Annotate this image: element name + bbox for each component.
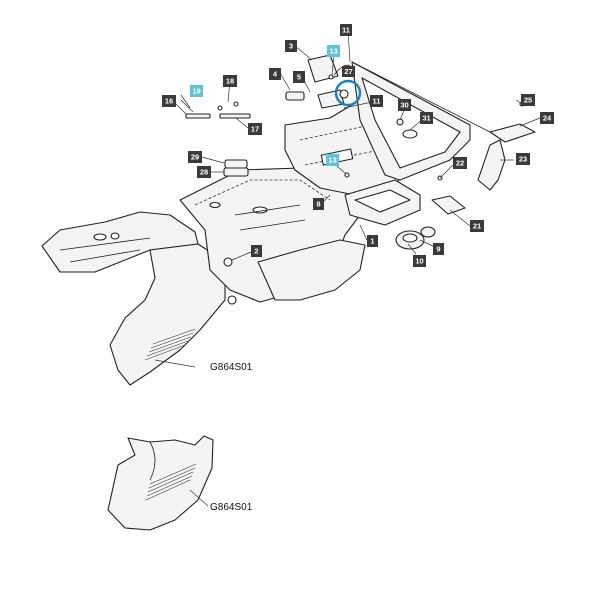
svg-text:29: 29 xyxy=(191,153,199,162)
svg-text:8: 8 xyxy=(316,200,320,209)
detail-inset-fender[interactable] xyxy=(107,435,214,531)
svg-text:16: 16 xyxy=(165,97,173,106)
callout-24[interactable]: 24 xyxy=(540,112,554,124)
callout-30[interactable]: 30 xyxy=(398,99,411,111)
callout-11-top[interactable]: 11 xyxy=(340,24,352,36)
svg-text:30: 30 xyxy=(400,101,408,110)
svg-text:27: 27 xyxy=(344,67,352,76)
svg-text:17: 17 xyxy=(251,125,259,134)
callout-29[interactable]: 29 xyxy=(188,151,202,163)
callout-28[interactable]: 28 xyxy=(197,166,211,178)
callout-19[interactable]: 19 xyxy=(190,85,203,97)
callout-22[interactable]: 22 xyxy=(453,157,467,169)
svg-text:4: 4 xyxy=(273,70,278,79)
svg-text:5: 5 xyxy=(297,73,301,82)
svg-text:3: 3 xyxy=(289,42,293,51)
vent-hatching-detail xyxy=(145,463,197,501)
svg-text:13: 13 xyxy=(329,47,337,56)
svg-text:2: 2 xyxy=(254,247,258,256)
callout-17[interactable]: 17 xyxy=(248,123,262,135)
callout-16[interactable]: 16 xyxy=(162,95,176,107)
callout-31[interactable]: 31 xyxy=(420,112,433,124)
callout-10[interactable]: 10 xyxy=(413,255,426,267)
svg-text:9: 9 xyxy=(436,245,440,254)
callout-11-mid[interactable]: 11 xyxy=(370,95,383,107)
svg-text:22: 22 xyxy=(456,159,464,168)
callout-27[interactable]: 27 xyxy=(342,66,355,77)
drawing-code-detail: G864S01 xyxy=(210,502,253,513)
callout-18[interactable]: 18 xyxy=(223,75,237,87)
callout-23[interactable]: 23 xyxy=(516,153,530,165)
svg-text:23: 23 xyxy=(519,155,527,164)
drawing-code-main: G864S01 xyxy=(210,362,253,373)
callout-8[interactable]: 8 xyxy=(313,198,324,210)
svg-text:11: 11 xyxy=(373,97,381,106)
svg-text:24: 24 xyxy=(543,114,552,123)
callout-3[interactable]: 3 xyxy=(285,40,297,52)
callout-4[interactable]: 4 xyxy=(269,68,281,80)
svg-text:19: 19 xyxy=(192,87,200,96)
svg-text:31: 31 xyxy=(422,114,430,123)
svg-text:25: 25 xyxy=(524,96,532,105)
callout-25[interactable]: 25 xyxy=(521,94,535,106)
floor-mat-assembly[interactable] xyxy=(41,54,536,386)
callout-5[interactable]: 5 xyxy=(293,71,305,83)
highlight-ring xyxy=(334,79,362,107)
svg-text:18: 18 xyxy=(226,77,234,86)
svg-text:13: 13 xyxy=(328,156,336,165)
callout-2[interactable]: 2 xyxy=(251,245,262,257)
svg-text:10: 10 xyxy=(415,257,423,266)
callout-13-top[interactable]: 13 xyxy=(327,45,340,57)
callout-21[interactable]: 21 xyxy=(470,220,484,232)
callout-13-mid[interactable]: 13 xyxy=(326,154,339,166)
callout-1[interactable]: 1 xyxy=(367,235,378,247)
svg-text:1: 1 xyxy=(370,237,374,246)
svg-text:11: 11 xyxy=(342,26,350,35)
callout-9[interactable]: 9 xyxy=(433,243,444,255)
svg-text:21: 21 xyxy=(473,222,481,231)
svg-text:28: 28 xyxy=(200,168,208,177)
vent-hatching-main xyxy=(144,328,196,361)
